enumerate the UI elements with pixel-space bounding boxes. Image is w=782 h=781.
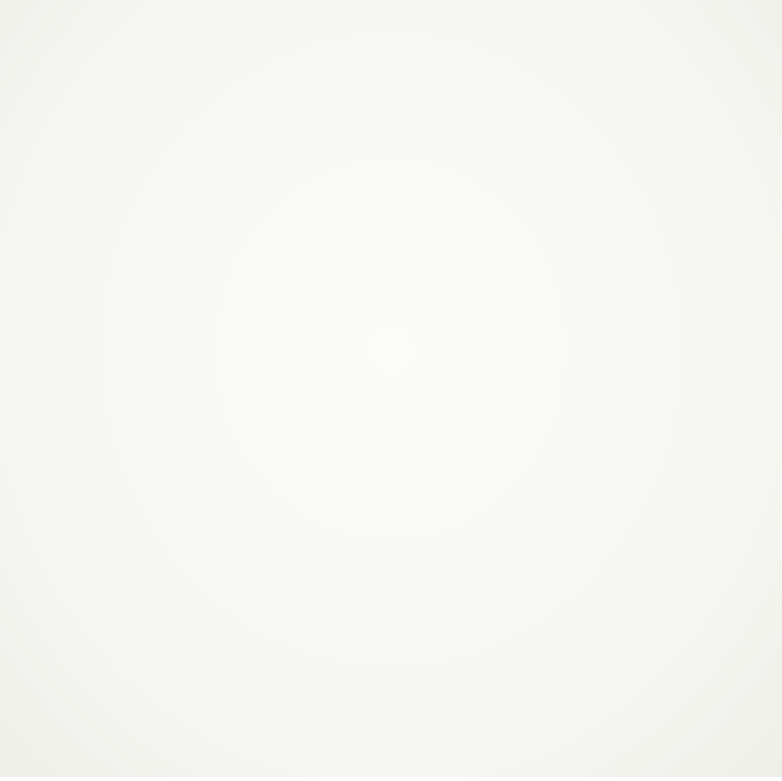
paper-background [0,0,782,777]
myoglobin-diagram: 1234578101112131415161718192021222324323… [0,0,782,777]
